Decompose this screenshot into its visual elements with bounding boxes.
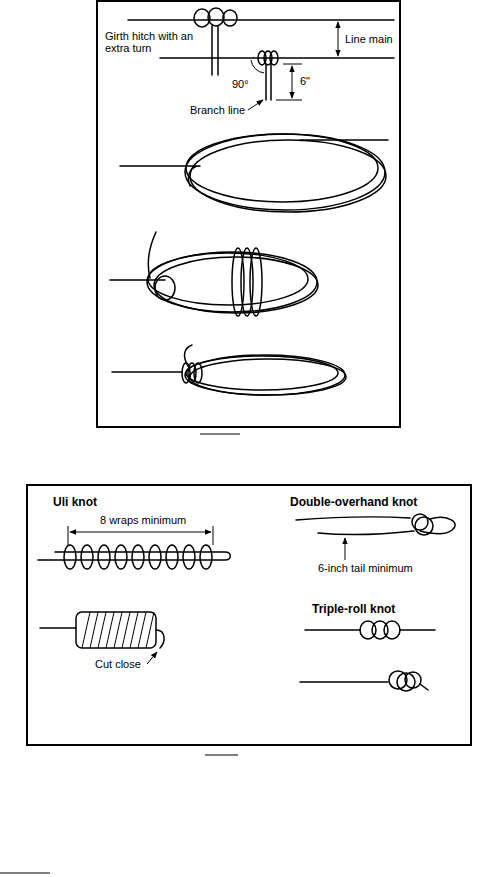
knot-title: Double-overhand knot bbox=[290, 495, 417, 509]
caption-underline bbox=[0, 873, 50, 874]
uli-knot-illustration bbox=[38, 526, 230, 664]
dimension-label: 8 wraps minimum bbox=[100, 514, 186, 526]
coil-step-3 bbox=[112, 345, 346, 395]
angle-label: 90° bbox=[232, 78, 249, 90]
coil-step-2 bbox=[110, 232, 318, 316]
dimension-label: 6" bbox=[300, 75, 310, 87]
figure-frame bbox=[97, 1, 400, 427]
double-overhand-illustration bbox=[296, 514, 455, 560]
caption-underline bbox=[200, 434, 240, 435]
knot-label: Girth hitch with an extra turn bbox=[105, 30, 205, 54]
triple-roll-illustration bbox=[300, 621, 435, 691]
caption-underline bbox=[205, 755, 238, 756]
note-label: Cut close bbox=[95, 658, 141, 670]
knot-title: Triple-roll knot bbox=[312, 602, 395, 616]
knot-title: Uli knot bbox=[53, 495, 97, 509]
line-label: Branch line bbox=[190, 104, 245, 116]
figure-frame bbox=[27, 485, 471, 745]
dimension-label: Line main bbox=[345, 33, 393, 45]
line-main-illustration bbox=[128, 8, 394, 110]
coil-step-1 bbox=[120, 134, 388, 212]
dimension-label: 6-inch tail minimum bbox=[318, 562, 413, 574]
